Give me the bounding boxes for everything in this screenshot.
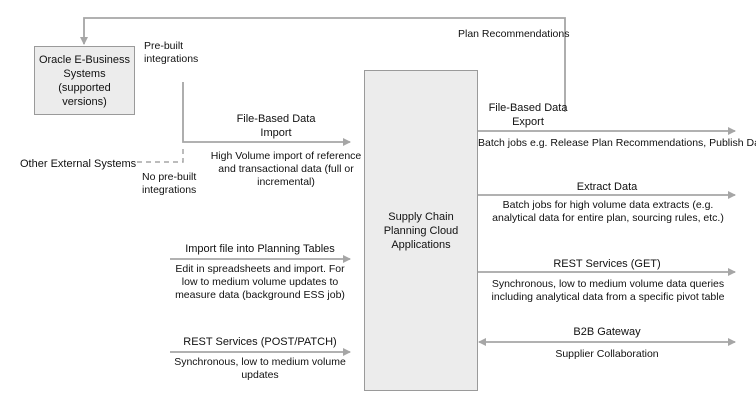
plan-recommendations-loop — [80, 17, 566, 112]
rest-get-title: REST Services (GET) — [553, 258, 661, 270]
other-external-dashed-connector — [137, 145, 184, 163]
plan-recommendations-label: Plan Recommendations — [458, 28, 570, 40]
oracle-ebs-box: Oracle E-Business Systems (supported ver… — [34, 46, 135, 115]
rest-post-patch-title: REST Services (POST/PATCH) — [183, 336, 337, 348]
rest-get-desc: Synchronous, low to medium volume data q… — [491, 278, 725, 303]
rest-post-patch-desc: Synchronous, low to medium volume update… — [174, 356, 346, 381]
no-prebuilt-integrations-label: No pre-built integrations — [142, 171, 197, 196]
b2b-gateway-desc: Supplier Collaboration — [555, 348, 659, 360]
supply-chain-planning-box: Supply Chain Planning Cloud Applications — [364, 70, 478, 391]
file-import-desc: High Volume import of reference and tran… — [210, 150, 362, 188]
file-export-desc: Batch jobs e.g. Release Plan Recommendat… — [478, 137, 756, 149]
import-planning-tables-title: Import file into Planning Tables — [185, 243, 335, 255]
prebuilt-integrations-label: Pre-built integrations — [144, 40, 199, 65]
file-export-title: File-Based Data Export — [488, 102, 568, 128]
import-planning-tables-desc: Edit in spreadsheets and import. For low… — [175, 263, 345, 301]
file-import-title: File-Based Data Import — [236, 113, 316, 139]
b2b-gateway-title: B2B Gateway — [573, 326, 641, 338]
extract-data-title: Extract Data — [576, 181, 638, 193]
oracle-ebs-label: Oracle E-Business Systems (supported ver… — [38, 53, 131, 108]
oracle-to-import-connector — [182, 82, 351, 146]
extract-data-desc: Batch jobs for high volume data extracts… — [492, 199, 724, 224]
supply-chain-planning-label: Supply Chain Planning Cloud Applications — [383, 210, 459, 251]
other-external-systems-label: Other External Systems — [20, 158, 137, 170]
